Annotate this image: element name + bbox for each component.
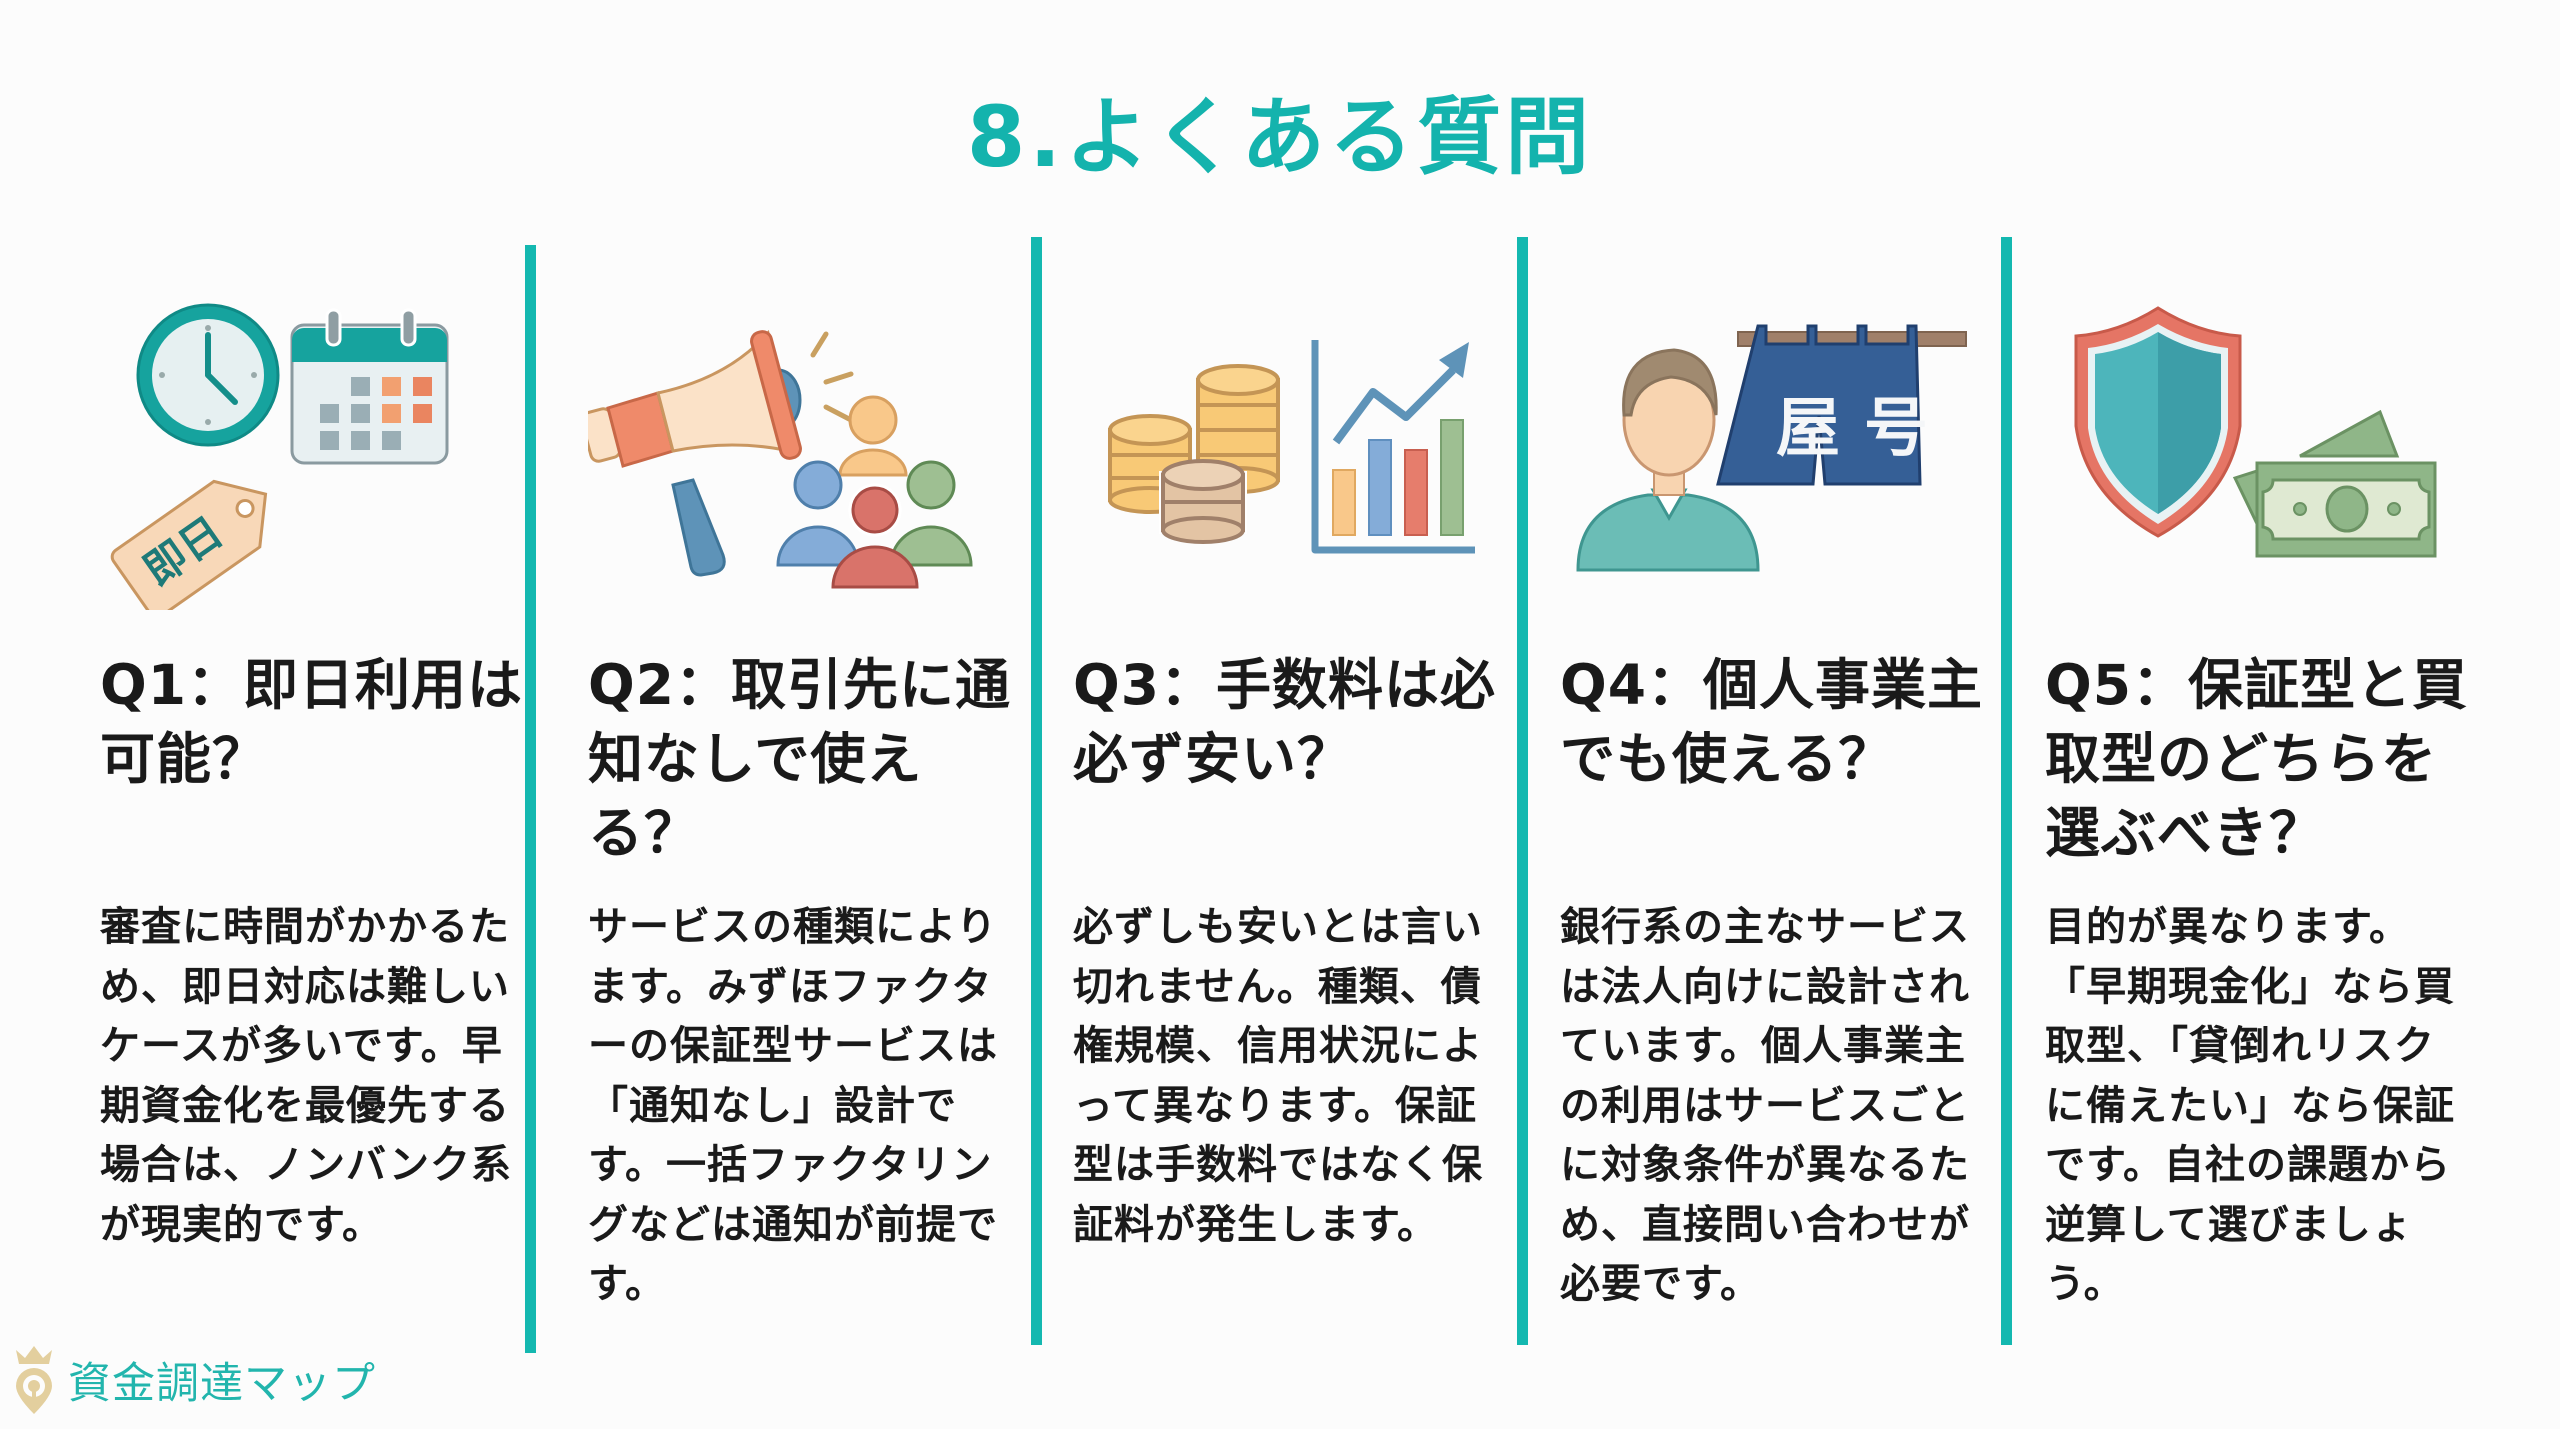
column-divider (525, 245, 536, 1353)
question-title: Q3：手数料は必必ず安い？ (1073, 653, 1497, 791)
answer-text: 必ずしも安いとは言い切れません。種類、債権規模、信用状況によって異なります。保証… (1073, 904, 1483, 1248)
banknotes-icon (2232, 409, 2437, 558)
megaphone-icon (580, 329, 854, 577)
illustration-q3 (1073, 290, 1503, 610)
answer-text: サービスの種類によります。みずほファクターの保証型サービスは「通知なし」設計です… (588, 904, 998, 1307)
crown-pin-icon (16, 1346, 52, 1414)
clock-icon (136, 303, 280, 447)
noren-label-1: 屋 (1776, 392, 1840, 466)
illustration-q5 (2045, 290, 2475, 610)
coin-stack-icon (1108, 364, 1280, 544)
answer-text: 目的が異なります。「早期現金化」なら買取型、「貸倒れリスクに備えたい」なら保証で… (2045, 904, 2455, 1307)
brand-name: 資金調達マップ (68, 1359, 376, 1409)
question-title: Q2：取引先に通知なしで使える？ (588, 653, 1012, 865)
answer-text: 審査に時間がかかるため、即日対応は難しいケースが多いです。早期資金化を最優先する… (100, 904, 512, 1248)
illustration-q4: 屋 号 (1560, 290, 1990, 610)
person-icon (1576, 348, 1760, 572)
question-title: Q1：即日利用は可能？ (100, 653, 524, 791)
illustration-q1: 即日 (100, 290, 530, 619)
people-group-icon (776, 395, 973, 589)
brand-logo[interactable]: 資金調達マップ (12, 1345, 376, 1415)
shield-icon (2074, 306, 2242, 538)
column-divider (1517, 237, 1528, 1345)
noren-label-2: 号 (1864, 392, 1928, 466)
column-divider (1031, 237, 1042, 1345)
bar-chart-icon (1311, 340, 1475, 554)
noren-curtain-icon: 屋 号 (1716, 324, 1967, 486)
question-title: Q5：保証型と買取型のどちらを選ぶべき？ (2045, 653, 2469, 865)
calendar-icon (290, 308, 449, 465)
question-title: Q4：個人事業主でも使える？ (1560, 653, 1984, 791)
page-title: 8.よくある質問 (966, 88, 1594, 186)
illustration-q2 (580, 290, 1018, 610)
tag-icon: 即日 (110, 479, 268, 619)
column-divider (2001, 237, 2012, 1345)
answer-text: 銀行系の主なサービスは法人向けに設計されています。個人事業主の利用はサービスごと… (1560, 904, 1970, 1307)
